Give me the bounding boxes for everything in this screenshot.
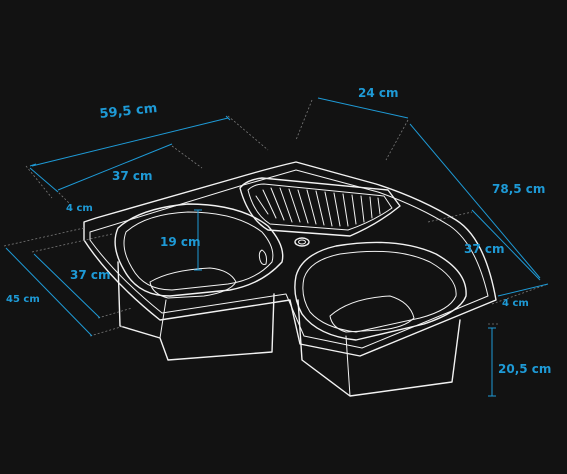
sink-outline — [83, 161, 497, 397]
dim-label-bowl-left-width: 37 cm — [112, 169, 153, 183]
dim-label-width-top: 59,5 cm — [99, 101, 158, 122]
dim-label-rim-right: 4 cm — [502, 298, 529, 309]
dim-label-height: 20,5 cm — [498, 362, 551, 376]
dim-label-diagonal: 78,5 cm — [492, 182, 545, 196]
drainer-grooves — [255, 187, 381, 227]
extension-lines — [3, 99, 549, 337]
dim-label-left-side-bowl: 37 cm — [70, 268, 111, 282]
dimension-lines — [5, 97, 549, 397]
tap-hole-inner — [298, 239, 306, 245]
dim-label-bowl-depth: 19 cm — [160, 235, 201, 249]
dim-label-drainer-width: 24 cm — [358, 86, 399, 100]
tap-hole — [294, 237, 310, 247]
dim-label-bowl-right-width: 37 cm — [464, 242, 505, 256]
dim-label-rim-left-top: 4 cm — [66, 203, 93, 214]
dim-label-left-side-depth: 45 cm — [6, 294, 40, 305]
